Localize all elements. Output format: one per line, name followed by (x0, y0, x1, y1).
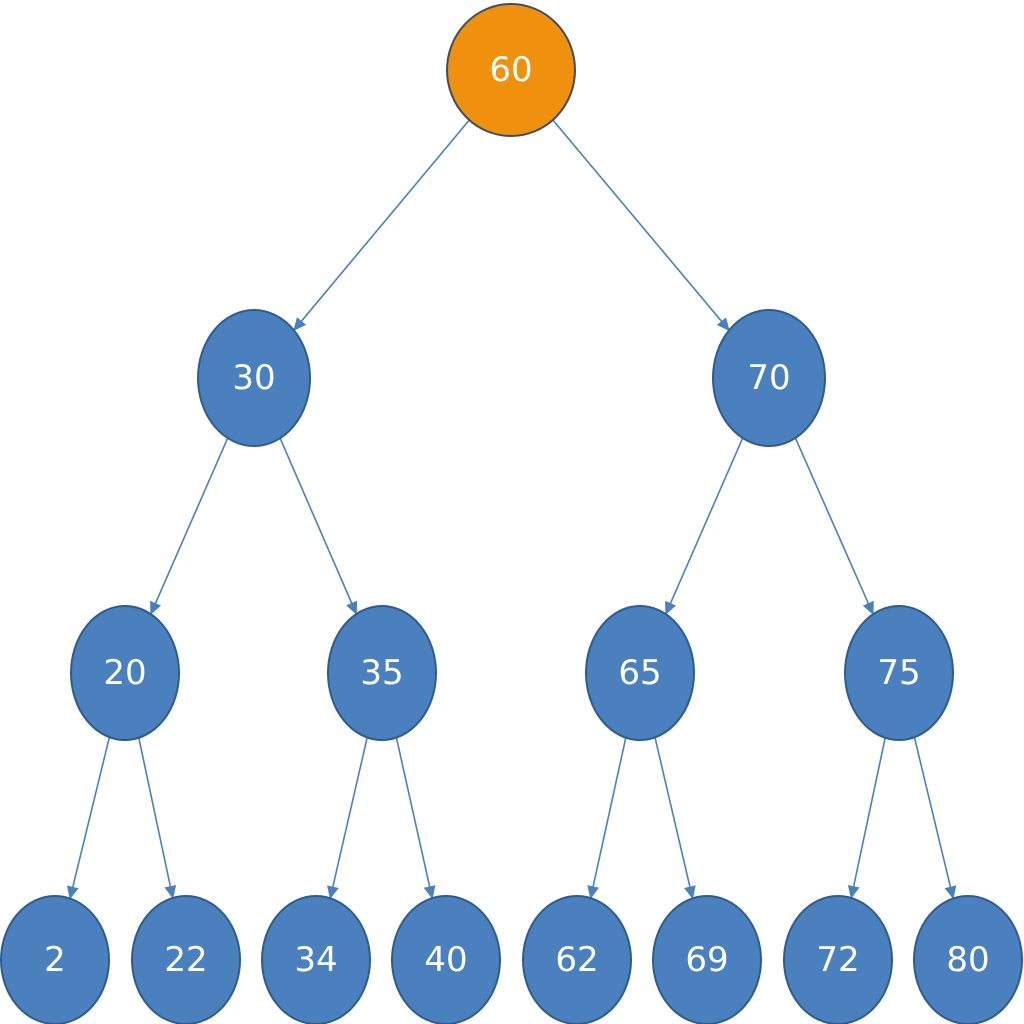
tree-node-62: 62 (522, 895, 632, 1024)
edge-arrow-65-to-62 (587, 737, 627, 900)
node-label: 2 (44, 940, 66, 980)
tree-node-2: 2 (0, 895, 110, 1024)
node-label: 72 (816, 940, 859, 980)
edge-arrow-20-to-2 (67, 736, 111, 900)
node-label: 80 (946, 940, 989, 980)
node-circle (261, 895, 371, 1024)
node-label: 35 (360, 653, 403, 693)
tree-node-70: 70 (712, 309, 826, 447)
edge-arrow-60-to-30 (293, 119, 470, 331)
node-label: 34 (294, 940, 337, 980)
node-circle (391, 895, 501, 1024)
node-label: 22 (164, 940, 207, 980)
edge-arrow-30-to-35 (279, 437, 358, 615)
node-label: 65 (618, 653, 661, 693)
tree-node-75: 75 (844, 605, 954, 741)
node-circle (652, 895, 762, 1024)
node-circle (446, 3, 576, 137)
node-label: 69 (685, 940, 728, 980)
node-label: 70 (747, 358, 790, 398)
edge-arrow-35-to-40 (395, 737, 436, 900)
edge-arrow-20-to-22 (138, 737, 177, 899)
node-circle (70, 605, 180, 741)
tree-node-40: 40 (391, 895, 501, 1024)
node-circle (913, 895, 1023, 1024)
edge-arrow-60-to-70 (552, 119, 730, 332)
tree-node-22: 22 (131, 895, 241, 1024)
tree-node-34: 34 (261, 895, 371, 1024)
node-label: 30 (232, 358, 275, 398)
tree-node-80: 80 (913, 895, 1023, 1024)
node-label: 62 (555, 940, 598, 980)
edge-arrow-75-to-80 (913, 737, 957, 900)
edge-arrow-30-to-20 (150, 437, 229, 616)
tree-node-35: 35 (327, 605, 437, 741)
node-label: 40 (424, 940, 467, 980)
node-circle (0, 895, 110, 1024)
node-circle (131, 895, 241, 1024)
node-circle (585, 605, 695, 741)
node-label: 75 (877, 653, 920, 693)
node-circle (197, 309, 311, 447)
edge-arrow-65-to-69 (654, 737, 696, 900)
root-node-60: 60 (446, 3, 576, 137)
tree-node-72: 72 (783, 895, 893, 1024)
edge-arrow-35-to-34 (327, 737, 368, 900)
edge-arrow-70-to-65 (665, 437, 744, 616)
node-circle (783, 895, 893, 1024)
tree-node-30: 30 (197, 309, 311, 447)
node-circle (522, 895, 632, 1024)
edge-arrow-70-to-75 (794, 437, 874, 616)
node-circle (712, 309, 826, 447)
node-label: 60 (489, 50, 532, 90)
edges-layer (67, 119, 957, 900)
tree-node-65: 65 (585, 605, 695, 741)
tree-node-20: 20 (70, 605, 180, 741)
node-label: 20 (103, 653, 146, 693)
edge-arrow-75-to-72 (847, 737, 886, 899)
tree-node-69: 69 (652, 895, 762, 1024)
node-circle (844, 605, 954, 741)
node-circle (327, 605, 437, 741)
